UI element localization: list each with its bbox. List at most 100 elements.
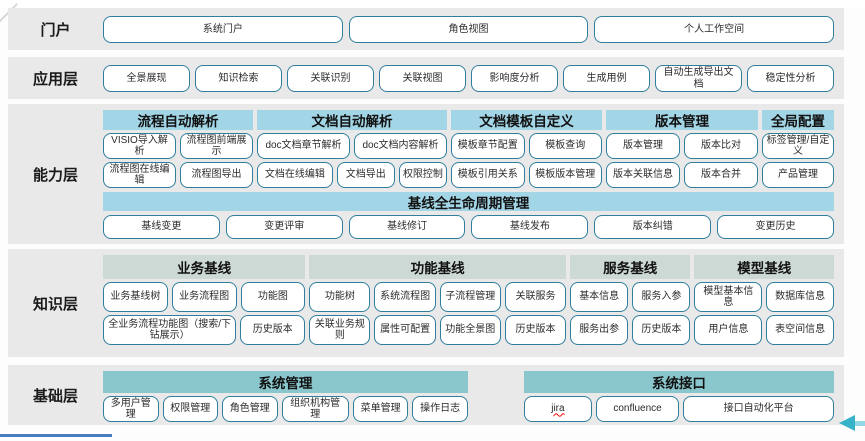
feature-button[interactable]: 关联服务 — [504, 282, 567, 312]
feature-button[interactable]: 基本信息 — [570, 282, 629, 312]
feature-button[interactable]: 关联视图 — [379, 65, 466, 92]
feature-button[interactable]: 业务流程图 — [171, 282, 237, 312]
feature-button[interactable]: 基线变更 — [103, 215, 220, 239]
feature-button[interactable]: 全景展现 — [103, 65, 190, 92]
feature-button-label: 文档导出 — [345, 169, 386, 181]
group-header-function-baseline: 功能基线 — [309, 255, 567, 279]
feature-button[interactable]: 组织机构管理 — [281, 396, 349, 422]
feature-button[interactable]: 历史版本 — [504, 315, 567, 345]
feature-button[interactable]: 功能树 — [309, 282, 371, 312]
layer-portal-label: 门户 — [40, 21, 71, 39]
feature-button[interactable]: 版本纠错 — [594, 215, 712, 239]
architecture-diagram: 门户 系统门户角色视图 个人工作空间 应用层 全景展现知识检索关联识别 关联视图 影响… — [0, 3, 865, 441]
feature-button[interactable]: 角色管理 — [222, 396, 278, 422]
feature-button-label: 历史版本 — [515, 324, 556, 336]
feature-button[interactable]: 模板引用关系 — [451, 162, 525, 188]
feature-button[interactable]: 模板版本管理 — [528, 162, 602, 188]
feature-button[interactable]: 子流程管理 — [439, 282, 501, 312]
feature-button-label: 文档在线编辑 — [264, 169, 325, 181]
feature-button[interactable]: 系统流程图 — [374, 282, 436, 312]
feature-button[interactable]: 变更评审 — [225, 215, 343, 239]
feature-button[interactable]: 历史版本 — [240, 315, 306, 345]
feature-button[interactable]: 稳定性分析 — [747, 65, 834, 92]
feature-button[interactable]: 流程图前端展示 — [180, 133, 253, 159]
feature-button[interactable]: 服务出参 — [570, 315, 629, 345]
arrow-head-icon — [839, 415, 855, 431]
feature-button[interactable]: 版本关联信息 — [606, 162, 680, 188]
group-header-doc-template-custom: 文档模板自定义 — [451, 110, 602, 130]
feature-button[interactable]: 模板章节配置 — [451, 133, 525, 159]
feature-button[interactable]: 文档在线编辑 — [257, 162, 333, 188]
feature-button[interactable]: 生成用例 — [563, 65, 650, 92]
feature-button[interactable]: 版本比对 — [684, 133, 758, 159]
feature-button[interactable]: 流程图在线编辑 — [103, 162, 176, 188]
feature-button[interactable]: 标签管理/自定义 — [762, 133, 834, 159]
feature-button[interactable]: 基线修订 — [348, 215, 466, 239]
feature-button-label: 属性可配置 — [380, 324, 431, 336]
feature-button[interactable]: 功能图 — [240, 282, 306, 312]
feature-button[interactable]: 版本管理 — [606, 133, 680, 159]
group-version-management: 版本管理版本管理版本比对版本关联信息版本合并 — [606, 110, 758, 188]
feature-button-label: 权限管理 — [170, 403, 211, 415]
feature-button[interactable]: 数据库信息 — [766, 282, 835, 312]
feature-button[interactable]: 影响度分析 — [471, 65, 558, 92]
feature-button[interactable]: 模型基本信息 — [694, 282, 763, 312]
feature-button[interactable]: confluence — [595, 396, 680, 422]
feature-button-label: 模板查询 — [545, 140, 586, 152]
feature-button[interactable]: doc文档章节解析 — [257, 133, 350, 159]
feature-button[interactable]: 产品管理 — [762, 162, 834, 188]
feature-button-label: 版本管理 — [623, 140, 663, 152]
feature-button[interactable]: 历史版本 — [632, 315, 691, 345]
feature-button[interactable]: 接口自动化平台 — [683, 396, 834, 422]
feature-button[interactable]: 多用户管理 — [103, 396, 159, 422]
feature-button[interactable]: 文档导出 — [336, 162, 395, 188]
layer-knowledge-label: 知识层 — [32, 295, 78, 313]
layer-application-label: 应用层 — [32, 70, 78, 88]
feature-button-label: 关联服务 — [515, 291, 556, 303]
feature-button[interactable]: jira — [523, 396, 592, 422]
feature-button[interactable]: doc文档内容解析 — [354, 133, 447, 159]
feature-button-label: 个人工作空间 — [684, 23, 745, 35]
portal-button-row: 系统门户角色视图 个人工作空间 — [103, 16, 835, 43]
feature-button[interactable]: 用户信息 — [694, 315, 763, 345]
feature-button-label: 关联视图 — [402, 72, 443, 84]
feature-button[interactable]: 流程图导出 — [180, 162, 253, 188]
feature-button-label: 用户信息 — [708, 324, 749, 336]
button-row: 用户信息 表空间信息 — [694, 315, 835, 345]
feature-button[interactable]: 知识检索 — [195, 65, 282, 92]
feature-button[interactable]: 菜单管理 — [352, 396, 409, 422]
feature-button-label: 版本关联信息 — [613, 169, 673, 181]
feature-button[interactable]: 自动生成导出文档 — [655, 65, 742, 92]
button-row: 全业务流程功能图（搜索/下钻展示）历史版本 — [103, 315, 306, 345]
feature-button[interactable]: 关联识别 — [287, 65, 374, 92]
feature-button[interactable]: 个人工作空间 — [594, 16, 835, 43]
feature-button[interactable]: 属性可配置 — [374, 315, 436, 345]
left-arrow-decoration — [839, 415, 865, 431]
feature-button-label: 功能树 — [324, 291, 355, 303]
feature-button[interactable]: 角色视图 — [348, 16, 589, 43]
feature-button[interactable]: 服务入参 — [632, 282, 691, 312]
feature-button[interactable]: VISIO导入解析 — [103, 133, 176, 159]
feature-button[interactable]: 系统门户 — [103, 16, 343, 43]
feature-button[interactable]: 关联业务规则 — [309, 315, 371, 345]
feature-button-label: 角色管理 — [229, 403, 270, 415]
arrow-tail — [855, 420, 865, 426]
feature-button[interactable]: 操作日志 — [412, 396, 468, 422]
group-doc-template-custom: 文档模板自定义模板章节配置 模板查询模板引用关系模板版本管理 — [451, 110, 602, 188]
feature-button-label: 功能全景图 — [445, 324, 496, 336]
feature-button[interactable]: 全业务流程功能图（搜索/下钻展示） — [103, 315, 237, 345]
feature-button[interactable]: 权限控制 — [398, 162, 447, 188]
feature-button[interactable]: 权限管理 — [162, 396, 218, 422]
feature-button[interactable]: 表空间信息 — [766, 315, 835, 345]
feature-button[interactable]: 业务基线树 — [103, 282, 168, 312]
feature-button[interactable]: 功能全景图 — [439, 315, 501, 345]
button-row: VISIO导入解析流程图前端展示 — [103, 133, 253, 159]
feature-button[interactable]: 变更历史 — [717, 215, 834, 239]
feature-button[interactable]: 版本合并 — [684, 162, 758, 188]
feature-button[interactable]: 基线发布 — [471, 215, 589, 239]
feature-button[interactable]: 模板查询 — [528, 133, 602, 159]
